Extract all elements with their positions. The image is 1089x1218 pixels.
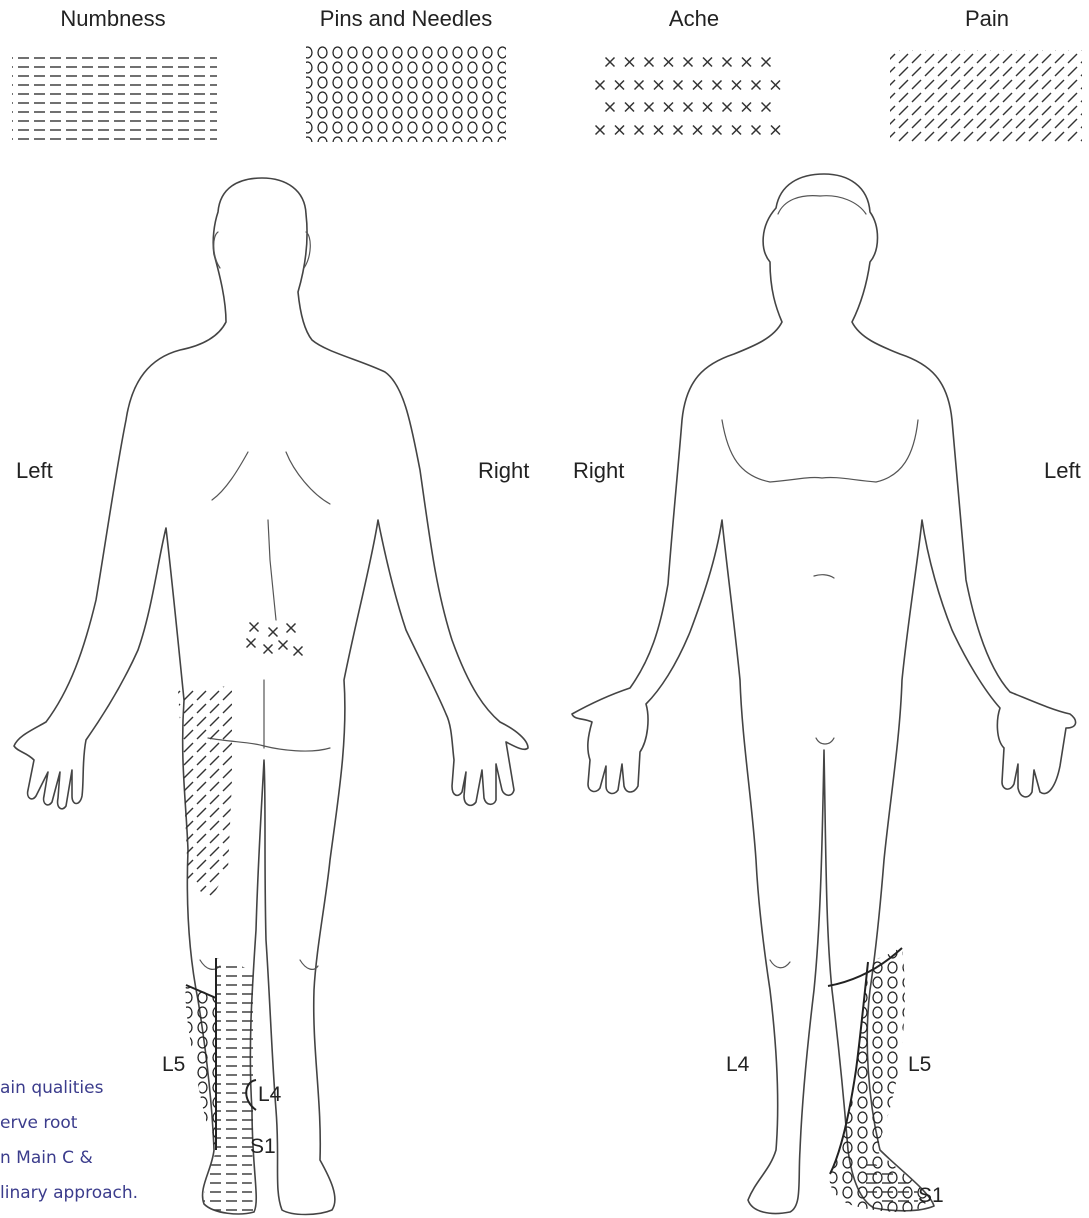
ache-x-mark xyxy=(771,126,780,135)
anterior-body-outline xyxy=(572,174,1076,1214)
legend-swatch-pain xyxy=(890,50,1082,142)
posterior-root-label-s1: S1 xyxy=(250,1135,276,1158)
ache-x-mark xyxy=(606,103,615,112)
posterior-label-left: Left xyxy=(16,458,53,483)
anterior-root-label-l5: L5 xyxy=(908,1053,931,1076)
legend-title-numbness: Numbness xyxy=(60,6,165,31)
ache-x-mark xyxy=(732,81,741,90)
ache-x-mark xyxy=(615,126,624,135)
ache-x-mark xyxy=(693,126,702,135)
ache-x-mark xyxy=(762,103,771,112)
ache-x-mark xyxy=(713,126,722,135)
ache-x-mark xyxy=(664,58,673,67)
ache-x-mark xyxy=(771,81,780,90)
ache-x-mark xyxy=(762,58,771,67)
posterior-root-label-l4: L4 xyxy=(258,1083,282,1106)
legend-title-pain: Pain xyxy=(965,6,1009,31)
ache-x-mark xyxy=(752,126,761,135)
posterior-figure xyxy=(14,178,528,1215)
legend-title-ache: Ache xyxy=(669,6,719,31)
caption-line: n Main C & xyxy=(0,1148,93,1168)
ache-x-mark xyxy=(674,126,683,135)
posterior-l5-region xyxy=(185,985,216,1150)
posterior-body-outline xyxy=(14,178,528,1215)
ache-x-mark xyxy=(693,81,702,90)
ache-x-mark xyxy=(615,81,624,90)
anterior-root-label-s1: S1 xyxy=(918,1184,944,1207)
caption-line: ain qualities xyxy=(0,1078,103,1098)
ache-x-mark xyxy=(732,126,741,135)
ache-x-mark xyxy=(713,81,722,90)
posterior-label-right: Right xyxy=(478,458,529,483)
ache-x-mark xyxy=(674,81,683,90)
caption-line: erve root xyxy=(0,1113,77,1133)
posterior-root-label-l5: L5 xyxy=(162,1053,185,1076)
ache-x-mark xyxy=(664,103,673,112)
ache-x-mark xyxy=(606,58,615,67)
legend-swatch-pins-needles xyxy=(306,46,506,142)
legend-swatch-ache xyxy=(596,58,781,135)
ache-x-mark xyxy=(723,58,732,67)
ache-x-mark xyxy=(654,81,663,90)
ache-x-mark xyxy=(635,126,644,135)
ache-x-mark xyxy=(645,103,654,112)
anterior-label-right: Right xyxy=(573,458,624,483)
ache-x-mark xyxy=(742,58,751,67)
anterior-root-label-l4: L4 xyxy=(726,1053,750,1076)
ache-x-mark xyxy=(635,81,644,90)
legend-swatch-numbness xyxy=(12,50,217,145)
ache-x-mark xyxy=(703,58,712,67)
posterior-pain-region-buttock-thigh xyxy=(178,686,232,900)
legend-title-pins-needles: Pins and Needles xyxy=(320,6,492,31)
ache-x-mark xyxy=(684,58,693,67)
anterior-label-left: Left xyxy=(1044,458,1081,483)
ache-x-mark xyxy=(625,103,634,112)
ache-x-mark xyxy=(654,126,663,135)
ache-x-mark xyxy=(596,126,605,135)
ache-x-mark xyxy=(723,103,732,112)
ache-x-mark xyxy=(684,103,693,112)
ache-x-mark xyxy=(752,81,761,90)
legend: Numbness Pins and Needles Ache Pain xyxy=(12,6,1082,145)
ache-x-mark xyxy=(596,81,605,90)
ache-x-mark xyxy=(742,103,751,112)
caption-line: linary approach. xyxy=(0,1183,138,1203)
ache-x-mark xyxy=(625,58,634,67)
ache-x-mark xyxy=(703,103,712,112)
anterior-figure xyxy=(572,174,1076,1214)
ache-x-mark xyxy=(645,58,654,67)
